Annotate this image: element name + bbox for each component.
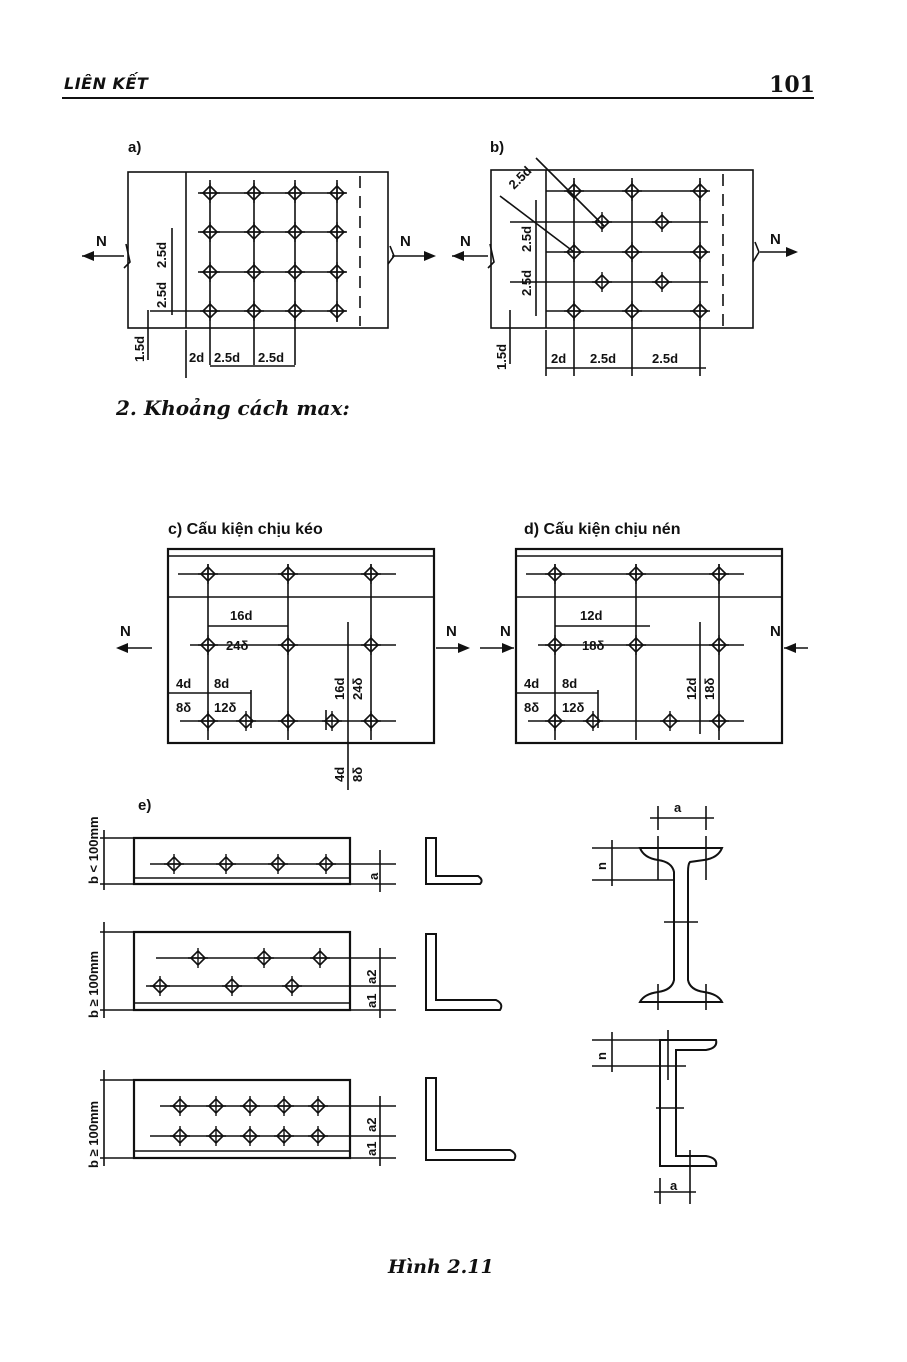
fig-d-dim-18t: 18δ — [582, 638, 604, 653]
fig-a-force-right: N — [400, 233, 411, 250]
fig-d-arrow-right — [784, 643, 796, 653]
i-beam-dim-a: a — [674, 800, 682, 815]
fig-b: b) — [452, 139, 796, 376]
figure-caption: Hình 2.11 — [388, 1256, 494, 1278]
fig-e-row3-width: b ≥ 100mm — [86, 1101, 101, 1168]
fig-a-bolts — [200, 183, 347, 321]
fig-c-arrow-left — [116, 643, 128, 653]
fig-e-strips — [100, 830, 396, 1166]
fig-a-arrow-right — [424, 251, 436, 261]
fig-c-dim-4d-v: 4d — [332, 767, 347, 782]
fig-b-dim-25d-h2: 2.5d — [652, 351, 678, 366]
fig-b-dim-25d-upper: 2.5d — [519, 226, 534, 252]
i-beam-section — [592, 806, 722, 1010]
angle-sections — [426, 838, 515, 1160]
fig-b-force-left: N — [460, 233, 471, 250]
fig-d-dim-12t: 12δ — [562, 700, 584, 715]
fig-b-dim-25d-h1: 2.5d — [590, 351, 616, 366]
fig-b-label: b) — [490, 139, 504, 156]
fig-e-row1-width: b < 100mm — [86, 816, 101, 884]
fig-d-dim-12d: 12d — [580, 608, 602, 623]
fig-c-force-left: N — [120, 623, 131, 640]
fig-b-dim-15d: 1.5d — [494, 344, 509, 370]
fig-a-label: a) — [128, 139, 141, 156]
fig-a-arrow-left — [82, 251, 94, 261]
fig-d-dim-8d: 8d — [562, 676, 577, 691]
fig-c-dim-24t-v: 24δ — [350, 678, 365, 700]
fig-e-row2-a1: a1 — [364, 994, 379, 1008]
i-beam-dim-n: n — [594, 862, 609, 870]
fig-b-arrow-right — [786, 247, 798, 257]
section-heading: 2. Khoảng cách max: — [116, 396, 350, 420]
fig-d-dim-18t-v: 18δ — [702, 678, 717, 700]
channel-dim-n: n — [594, 1052, 609, 1060]
fig-e-row2-a2: a2 — [364, 970, 379, 984]
fig-d-force-right: N — [770, 623, 781, 640]
fig-c-dim-8t-v: 8δ — [350, 767, 365, 782]
channel-dim-a: a — [670, 1178, 678, 1193]
fig-e-row3-a2: a2 — [364, 1118, 379, 1132]
fig-e-row3-a1: a1 — [364, 1142, 379, 1156]
fig-d-dim-12d-v: 12d — [684, 678, 699, 700]
fig-d-arrow-left — [502, 643, 514, 653]
fig-c-dim-8d: 8d — [214, 676, 229, 691]
fig-c-arrow-right — [458, 643, 470, 653]
fig-a-dim-25d-upper: 2.5d — [154, 242, 169, 268]
channel-section — [592, 1030, 716, 1204]
fig-c-dim-16d: 16d — [230, 608, 252, 623]
fig-c-dim-12t: 12δ — [214, 700, 236, 715]
fig-c-dim-8t: 8δ — [176, 700, 191, 715]
fig-b-bolts — [564, 181, 710, 321]
fig-c-force-right: N — [446, 623, 457, 640]
fig-a-dim-25d-h1: 2.5d — [214, 350, 240, 365]
fig-d-title: d) Cấu kiện chịu nén — [524, 521, 680, 538]
fig-c-title: c) Cấu kiện chịu kéo — [168, 521, 323, 538]
fig-a-dim-25d-h2: 2.5d — [258, 350, 284, 365]
fig-c-dim-4d: 4d — [176, 676, 191, 691]
fig-e-row1-a: a — [366, 872, 381, 880]
fig-c-dim-16d-v: 16d — [332, 678, 347, 700]
fig-a-dim-15d: 1.5d — [132, 336, 147, 362]
fig-e-bolts — [150, 854, 336, 1146]
fig-a-force-left: N — [96, 233, 107, 250]
fig-b-dim-25d-lower: 2.5d — [519, 270, 534, 296]
fig-a-dim-2d: 2d — [189, 350, 204, 365]
fig-a-dim-25d-lower: 2.5d — [154, 282, 169, 308]
fig-d-force-left: N — [500, 623, 511, 640]
fig-b-force-right: N — [770, 231, 781, 248]
fig-c-dim-24t: 24δ — [226, 638, 248, 653]
fig-e-row2-width: b ≥ 100mm — [86, 951, 101, 1018]
fig-b-arrow-left — [452, 251, 464, 261]
fig-c — [120, 549, 466, 790]
fig-d-dim-8t: 8δ — [524, 700, 539, 715]
fig-e-label: e) — [138, 797, 151, 814]
fig-b-dim-25d-diag: 2.5d — [506, 163, 535, 192]
fig-d-dim-4d: 4d — [524, 676, 539, 691]
fig-b-dim-2d: 2d — [551, 351, 566, 366]
